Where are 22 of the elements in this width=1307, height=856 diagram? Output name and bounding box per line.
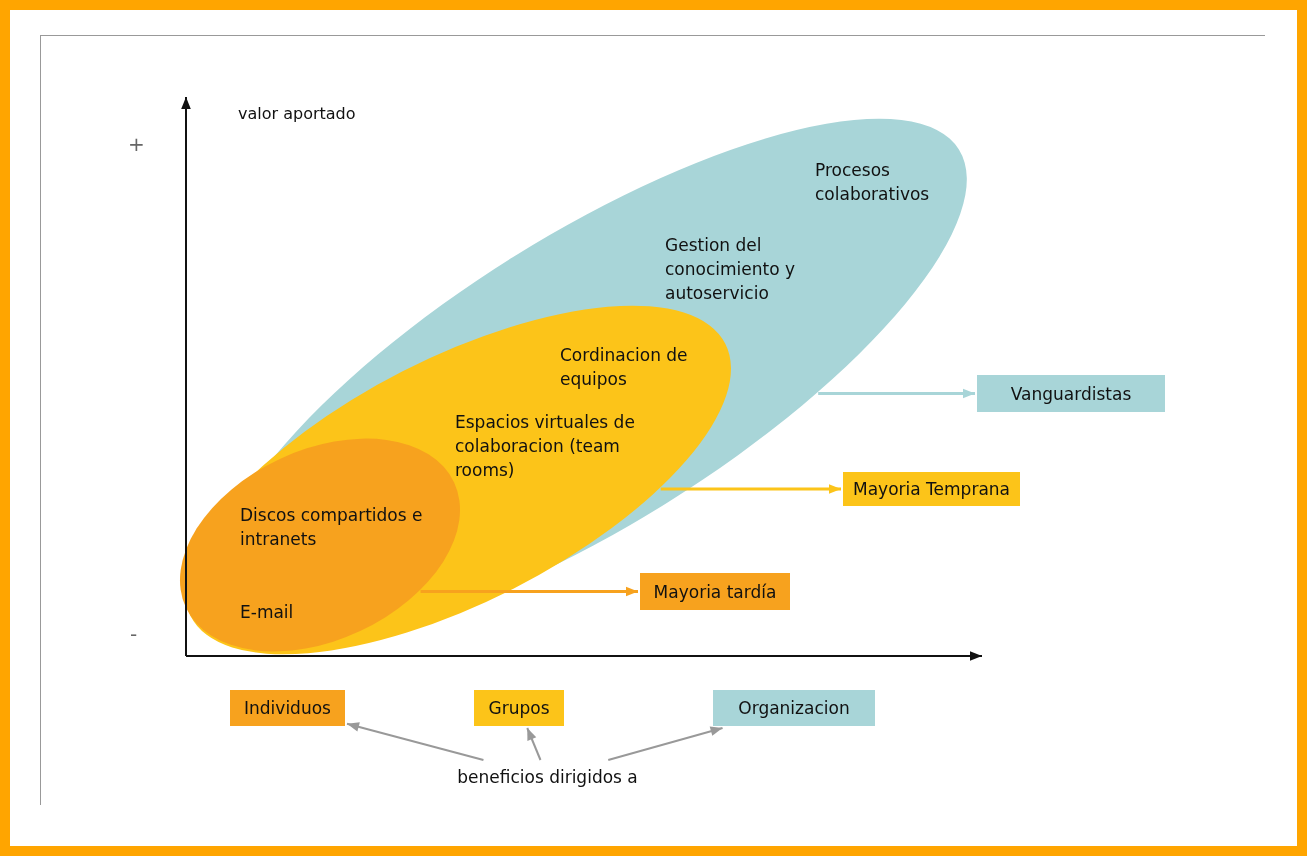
- region-label: Procesos colaborativos: [815, 159, 931, 206]
- category-tag: Mayoria Temprana: [843, 472, 1020, 506]
- region-label: Discos compartidos e intranets: [240, 504, 424, 551]
- note-text: beneficios dirigidos a: [440, 762, 655, 792]
- category-tag: Individuos: [230, 690, 345, 726]
- arrow: [420, 586, 638, 597]
- region-label: E-mail: [240, 601, 295, 624]
- arrow: [526, 727, 542, 761]
- axis-sign: -: [130, 622, 138, 646]
- arrow: [607, 726, 724, 761]
- arrow: [660, 484, 841, 494]
- region-label: Espacios virtuales de colaboracion (team rooms): [455, 411, 636, 482]
- axis-title: valor aportado: [238, 103, 356, 125]
- category-tag: Organizacion: [713, 690, 875, 726]
- category-tag: Vanguardistas: [977, 375, 1165, 412]
- region-label: Cordinacion de equipos: [560, 344, 689, 391]
- arrow: [818, 388, 975, 399]
- axis-sign: +: [128, 132, 145, 156]
- category-tag: Mayoria tardía: [640, 573, 790, 610]
- region-label: Gestion del conocimiento y autoservicio: [665, 234, 797, 305]
- category-tag: Grupos: [474, 690, 564, 726]
- arrow: [346, 722, 485, 761]
